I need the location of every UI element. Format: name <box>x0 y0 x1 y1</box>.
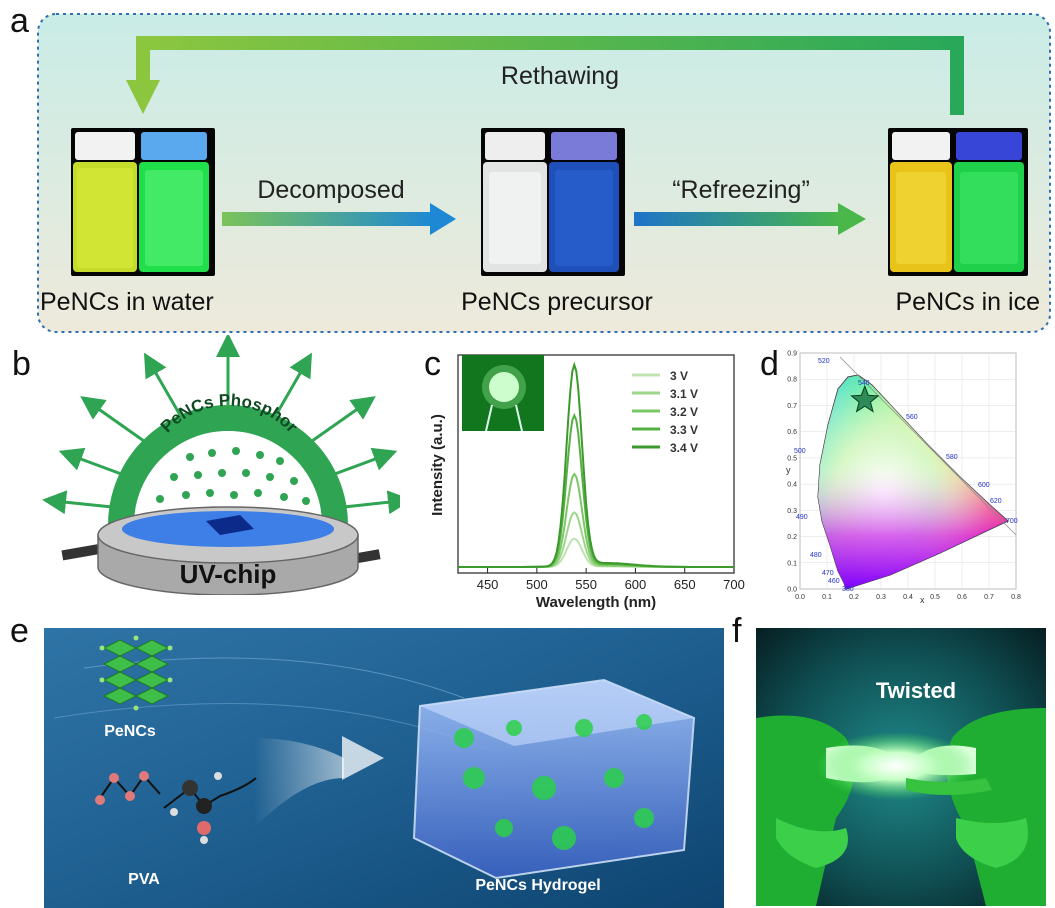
x-tick-label: 600 <box>625 577 647 592</box>
cie-chromaticity-diagram: 0.0 0.1 0.2 0.3 0.4 0.5 0.6 0.7 0.8 0.0 0.1 0.2 0.3 0… <box>786 351 1021 606</box>
led-inset-photo <box>462 355 544 432</box>
y-tick-label: 0.0 <box>787 587 797 594</box>
pva-label: PVA <box>128 871 160 888</box>
uv-led-diagram: PeNCs Phosphor UV-chip <box>42 335 400 595</box>
caption-water: PeNCs in water <box>40 288 214 316</box>
rethawing-label: Rethawing <box>500 62 620 90</box>
pva-atoms <box>95 771 222 844</box>
wavelength-label: 700 <box>1006 518 1018 525</box>
series-line <box>458 472 734 568</box>
panel-label-b: b <box>12 345 31 383</box>
star-marker <box>850 384 880 413</box>
legend-label: 3.1 V <box>670 387 698 401</box>
x-axis-label: Wavelength (nm) <box>536 594 656 611</box>
wavelength-label: 520 <box>818 358 830 365</box>
wavelength-label: 490 <box>796 514 808 521</box>
vials-in-water-photo <box>71 128 215 276</box>
legend-label: 3.4 V <box>670 441 698 455</box>
y-tick-label: 0.4 <box>787 482 797 489</box>
plot-frame <box>457 354 735 574</box>
rethawing-arrowhead <box>126 80 160 114</box>
x-tick-label: 700 <box>723 577 745 592</box>
y-tick-label: 0.7 <box>787 403 797 410</box>
x-tick-label: 0.3 <box>876 594 886 601</box>
caption-precursor: PeNCs precursor <box>461 288 653 316</box>
pencs-crystal-icon <box>99 635 173 711</box>
x-tick-label: 0.0 <box>795 594 805 601</box>
chip-label: UV-chip <box>180 559 277 589</box>
legend-label: 3.2 V <box>670 405 698 419</box>
color-coordinate-star <box>850 384 880 413</box>
x-tick-label: 0.2 <box>849 594 859 601</box>
decomposed-arrowhead <box>430 203 456 235</box>
refreezing-label: “Refreezing” <box>672 176 810 204</box>
x-tick-label: 0.8 <box>1011 594 1021 601</box>
y-axis-label: Intensity (a.u.) <box>429 414 446 516</box>
wavelength-label: 480 <box>810 552 822 559</box>
legend-label: 3 V <box>670 369 688 383</box>
series-line <box>458 361 734 568</box>
wavelength-label: 500 <box>794 448 806 455</box>
panel-label-c: c <box>424 345 441 383</box>
cie-x-label: x <box>920 595 925 605</box>
x-ticks: 450 500 550 600 650 700 <box>477 568 745 592</box>
wavelength-label: 460 <box>828 578 840 585</box>
wavelength-label: 380 <box>842 586 854 593</box>
x-tick-label: 0.6 <box>957 594 967 601</box>
y-tick-label: 0.1 <box>787 560 797 567</box>
pencs-label: PeNCs <box>104 723 156 740</box>
process-arrow <box>342 736 384 780</box>
vials-precursor-photo <box>481 128 625 276</box>
wavelength-label: 600 <box>978 482 990 489</box>
wavelength-label: 580 <box>946 454 958 461</box>
refreezing-arrow <box>634 212 842 226</box>
axis-ticks: 0.0 0.1 0.2 0.3 0.4 0.5 0.6 0.7 0.8 0.0 0.1 0.2 0.3 0… <box>787 351 1021 602</box>
wavelength-label: 560 <box>906 414 918 421</box>
hydrogel-scheme: PeNCs PVA PeNCs Hydrogel <box>44 628 724 908</box>
rethawing-loop-arrow <box>136 36 964 115</box>
y-tick-label: 0.5 <box>787 455 797 462</box>
twisted-label: Twisted <box>876 678 956 703</box>
cie-y-label: y <box>786 465 791 475</box>
decomposed-label: Decomposed <box>257 176 405 204</box>
x-tick-label: 0.4 <box>903 594 913 601</box>
x-tick-label: 650 <box>674 577 696 592</box>
emission-arrows <box>42 335 400 515</box>
x-tick-label: 500 <box>526 577 548 592</box>
hydrogel-block <box>412 678 696 880</box>
panel-label-a: a <box>10 2 29 40</box>
wavelength-label: 470 <box>822 570 834 577</box>
panel-label-e: e <box>10 612 29 650</box>
wavelength-label: 620 <box>990 498 1002 505</box>
panel-label-d: d <box>760 345 779 383</box>
caption-ice: PeNCs in ice <box>895 288 1041 316</box>
y-tick-label: 0.6 <box>787 429 797 436</box>
x-tick-label: 450 <box>477 577 499 592</box>
y-tick-label: 0.8 <box>787 377 797 384</box>
hydrogel-label: PeNCs Hydrogel <box>475 877 600 894</box>
legend-label: 3.3 V <box>670 423 698 437</box>
phosphor-dome <box>108 405 348 525</box>
legend: 3 V 3.1 V 3.2 V 3.3 V 3.4 V <box>632 369 698 455</box>
twisted-hydrogel-photo: Twisted <box>756 628 1046 906</box>
el-spectrum-chart: 450 500 550 600 650 700 3 V 3.1 V 3.2 V 3.3 V 3.4… <box>429 354 745 611</box>
panel-label-f: f <box>732 612 742 650</box>
vials-in-ice-photo <box>888 128 1028 276</box>
decomposed-arrow <box>222 212 434 226</box>
y-tick-label: 0.2 <box>787 534 797 541</box>
x-tick-label: 0.5 <box>930 594 940 601</box>
x-tick-label: 0.7 <box>984 594 994 601</box>
refreezing-arrowhead <box>838 203 866 235</box>
y-tick-label: 0.9 <box>787 351 797 358</box>
wavelength-label: 540 <box>858 380 870 387</box>
x-tick-label: 0.1 <box>822 594 832 601</box>
y-tick-label: 0.3 <box>787 508 797 515</box>
series-line <box>458 412 734 568</box>
spectrum-curves <box>458 361 734 568</box>
x-tick-label: 550 <box>575 577 597 592</box>
